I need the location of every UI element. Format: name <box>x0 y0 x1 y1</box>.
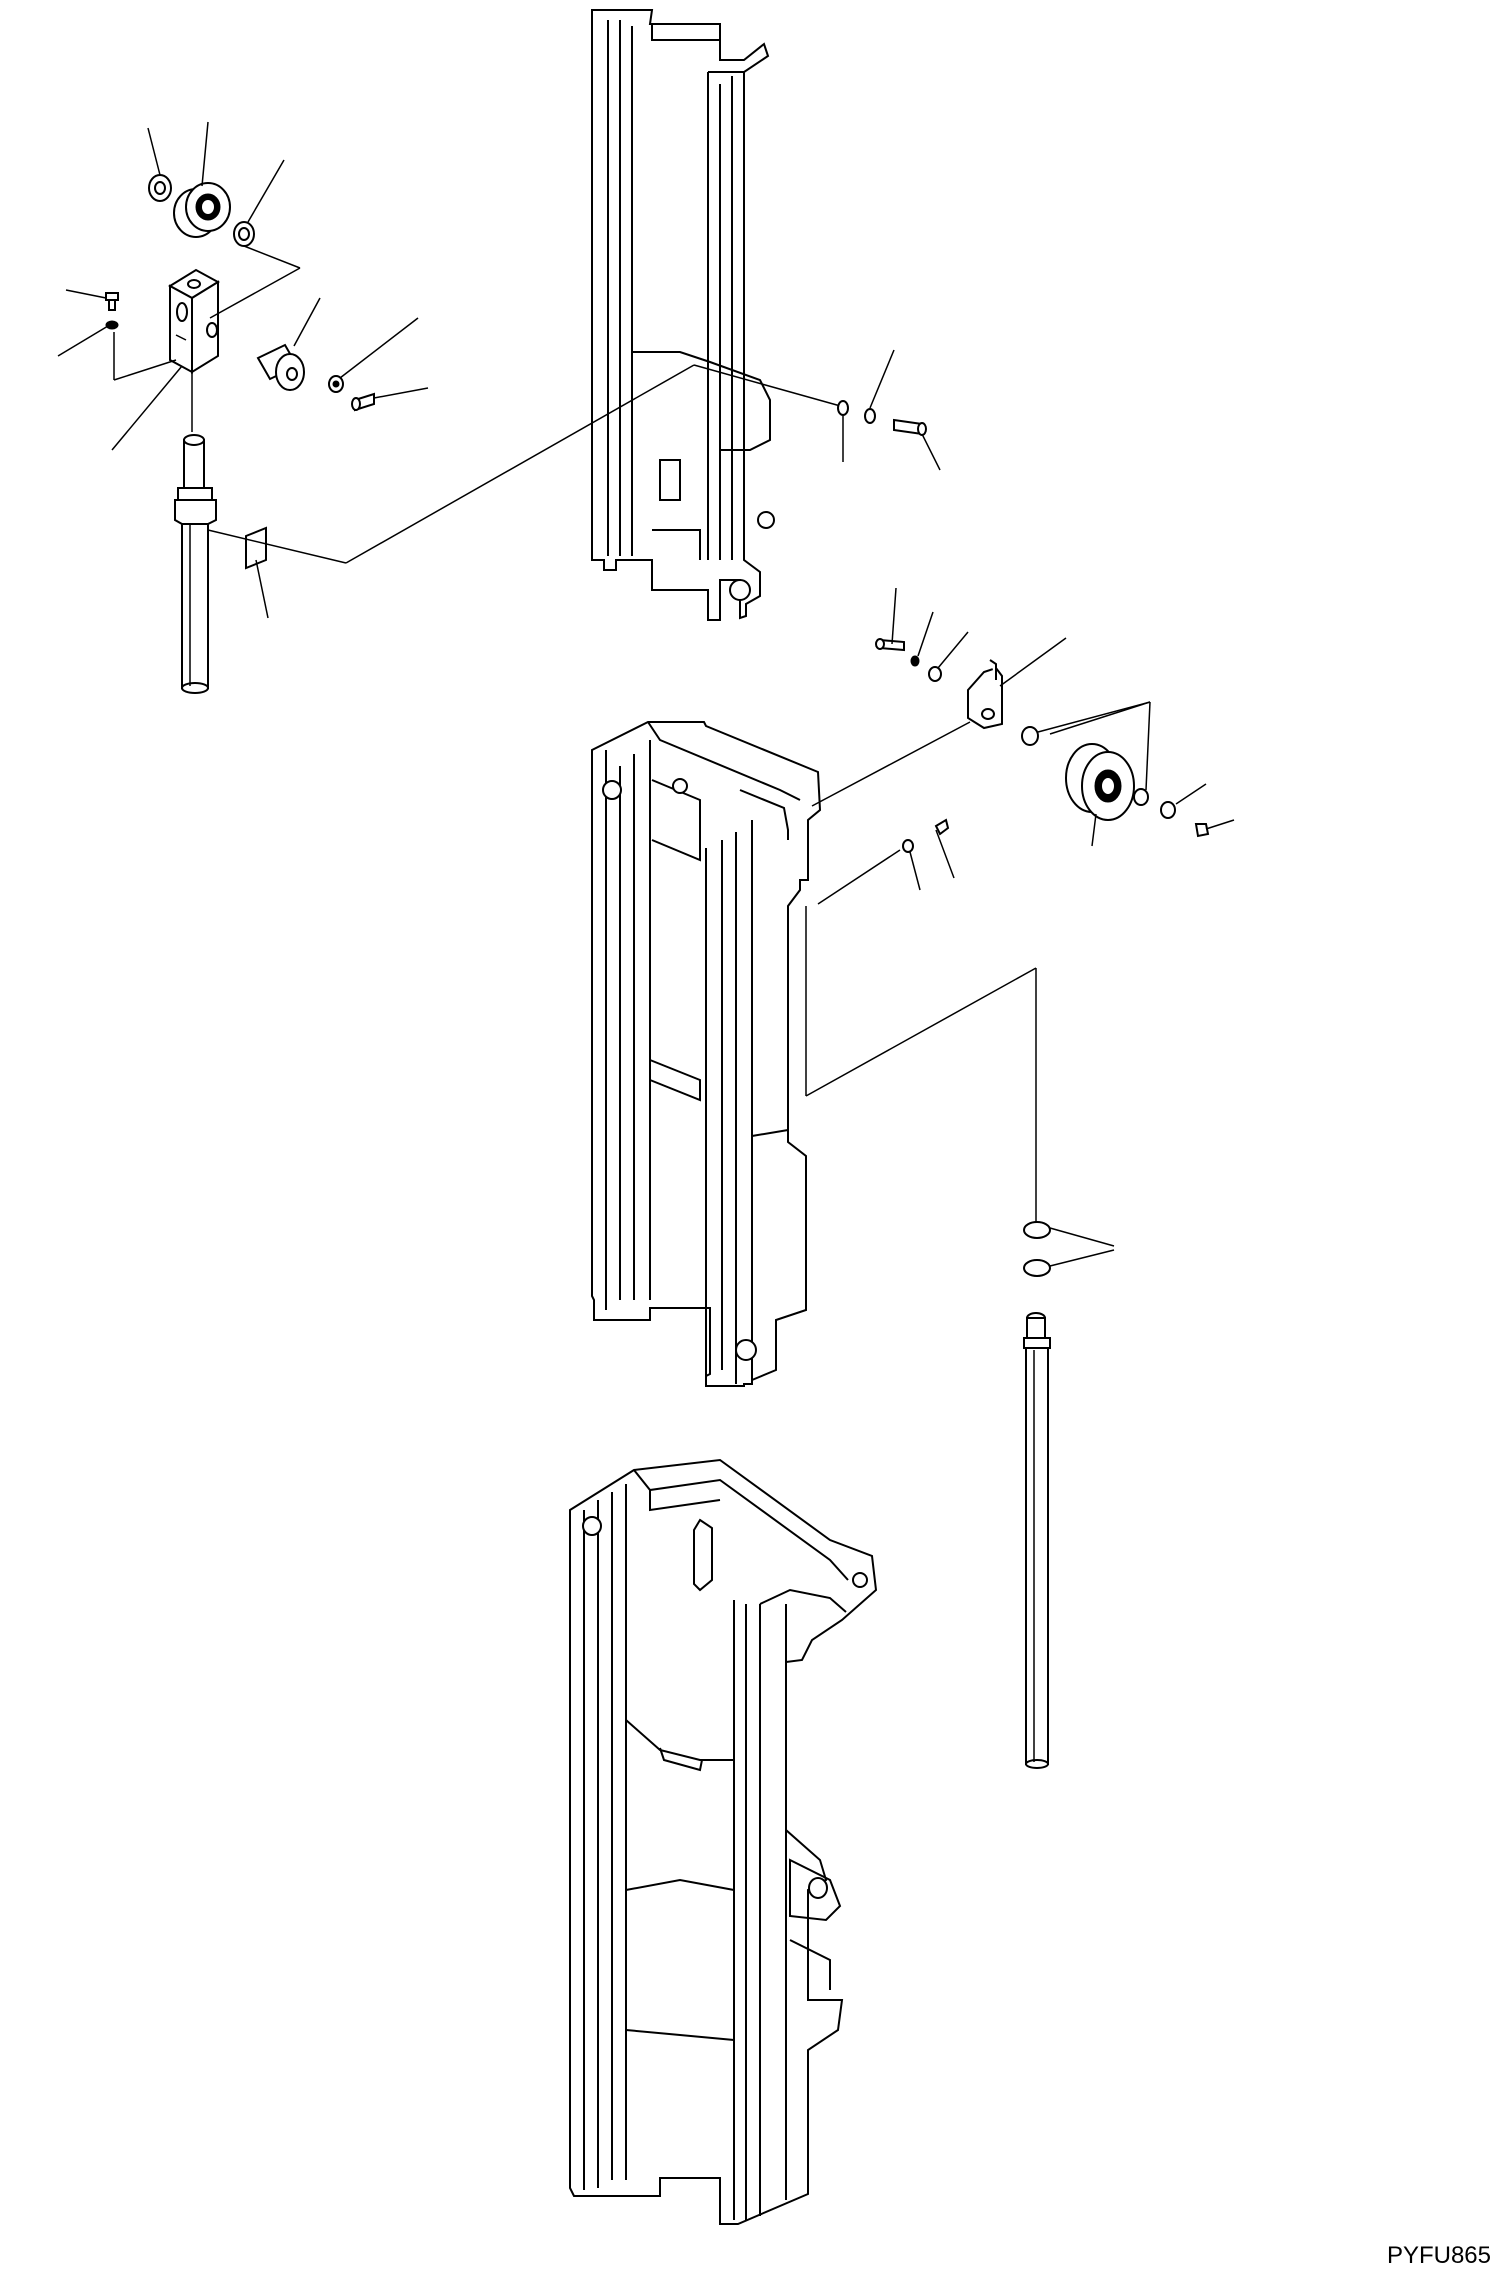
mast-bolt-group-upper <box>837 349 941 471</box>
middle-mast <box>591 721 1037 1387</box>
washer-bolt-part <box>328 375 375 412</box>
left-lift-cylinder <box>174 364 845 694</box>
mast-bolt-group-middle <box>817 818 955 905</box>
middle-pulley-bracket-assembly <box>811 587 1235 847</box>
lock-washer-part <box>105 320 119 330</box>
leader-lines-upper-left <box>57 121 429 451</box>
pulley-wheel-part <box>173 182 231 238</box>
figure-code: PYFU865 <box>1387 2242 1491 2269</box>
pin-flange-part <box>256 343 305 391</box>
bracket-block-part <box>168 268 220 374</box>
right-lift-cylinder <box>1023 1221 1115 1769</box>
small-bolt-part <box>105 292 119 311</box>
upper-pulley-bracket-assembly <box>57 121 429 451</box>
washer-part <box>233 221 255 247</box>
outer-mast-lower <box>569 1458 878 2225</box>
inner-mast-upper <box>591 9 775 621</box>
o-ring-part <box>1023 1221 1051 1277</box>
nut-part <box>148 174 172 202</box>
